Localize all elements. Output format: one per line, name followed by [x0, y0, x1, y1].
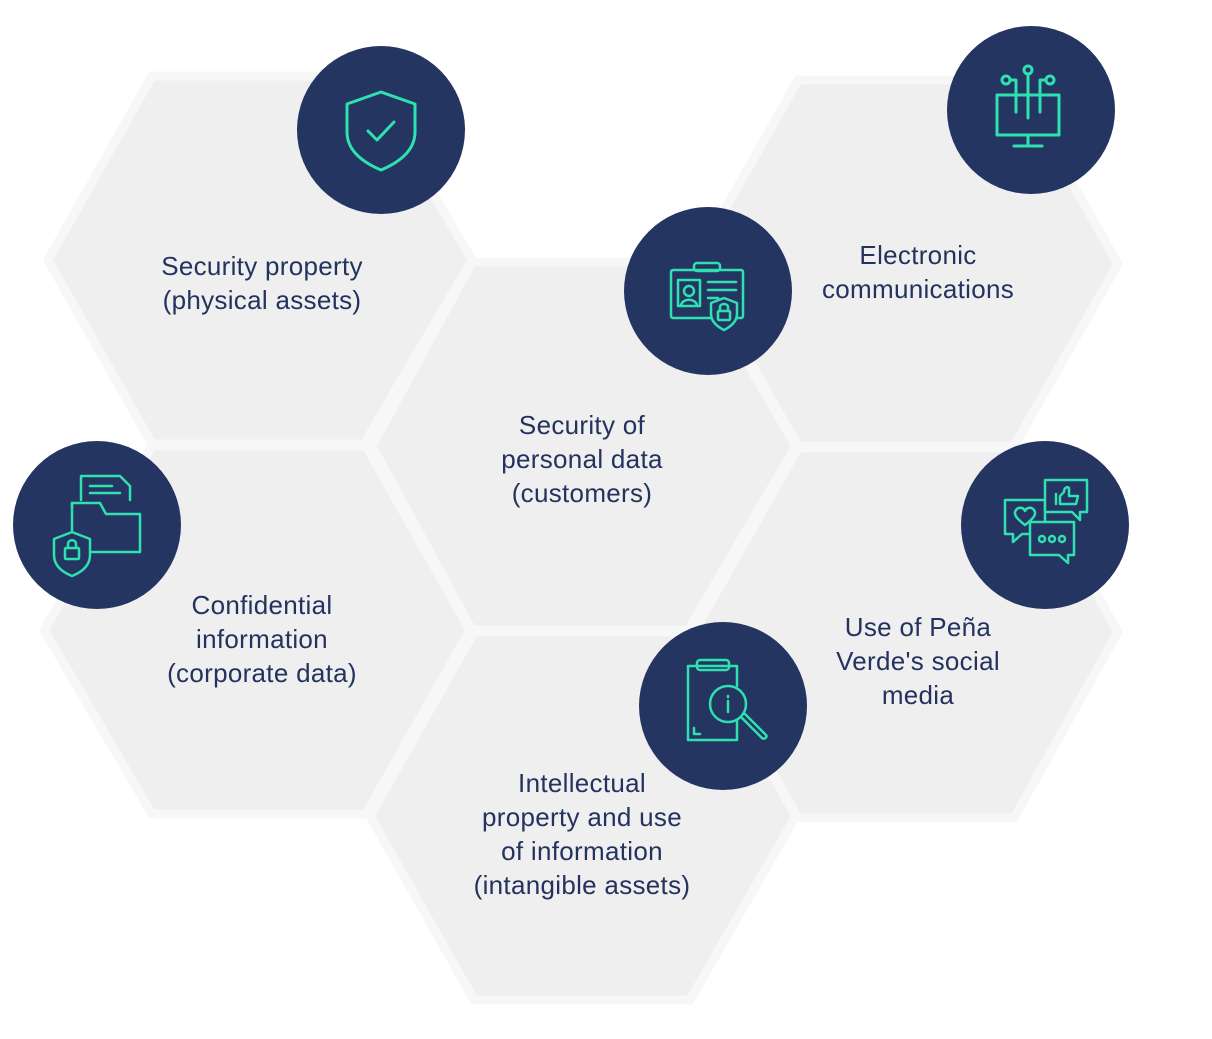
folder-lock-icon [52, 474, 142, 578]
label-confidential-information: Confidential information (corporate data… [167, 590, 357, 688]
badge-intellectual-property [639, 622, 807, 790]
chat-bubbles-icon [1003, 478, 1089, 565]
badge-personal-data [624, 207, 792, 375]
badge-electronic-communications [947, 26, 1115, 194]
id-card-lock-icon [669, 261, 745, 332]
badge-layer [13, 26, 1129, 790]
label-security-property: Security property (physical assets) [161, 251, 363, 315]
clipboard-search-icon [686, 658, 768, 742]
badge-security-property [297, 46, 465, 214]
badge-confidential-information [13, 441, 181, 609]
label-intellectual-property: Intellectual property and use of informa… [473, 768, 691, 900]
circuit-monitor-icon [995, 64, 1061, 148]
shield-check-icon [345, 90, 417, 172]
label-social-media: Use of Peña Verde's social media [836, 612, 1000, 710]
label-electronic-communications: Electronic communications [821, 240, 1015, 304]
badge-social-media [961, 441, 1129, 609]
badge-circle [13, 441, 181, 609]
badge-circle [947, 26, 1115, 194]
badge-circle [297, 46, 465, 214]
label-personal-data: Security of personal data (customers) [501, 410, 663, 508]
